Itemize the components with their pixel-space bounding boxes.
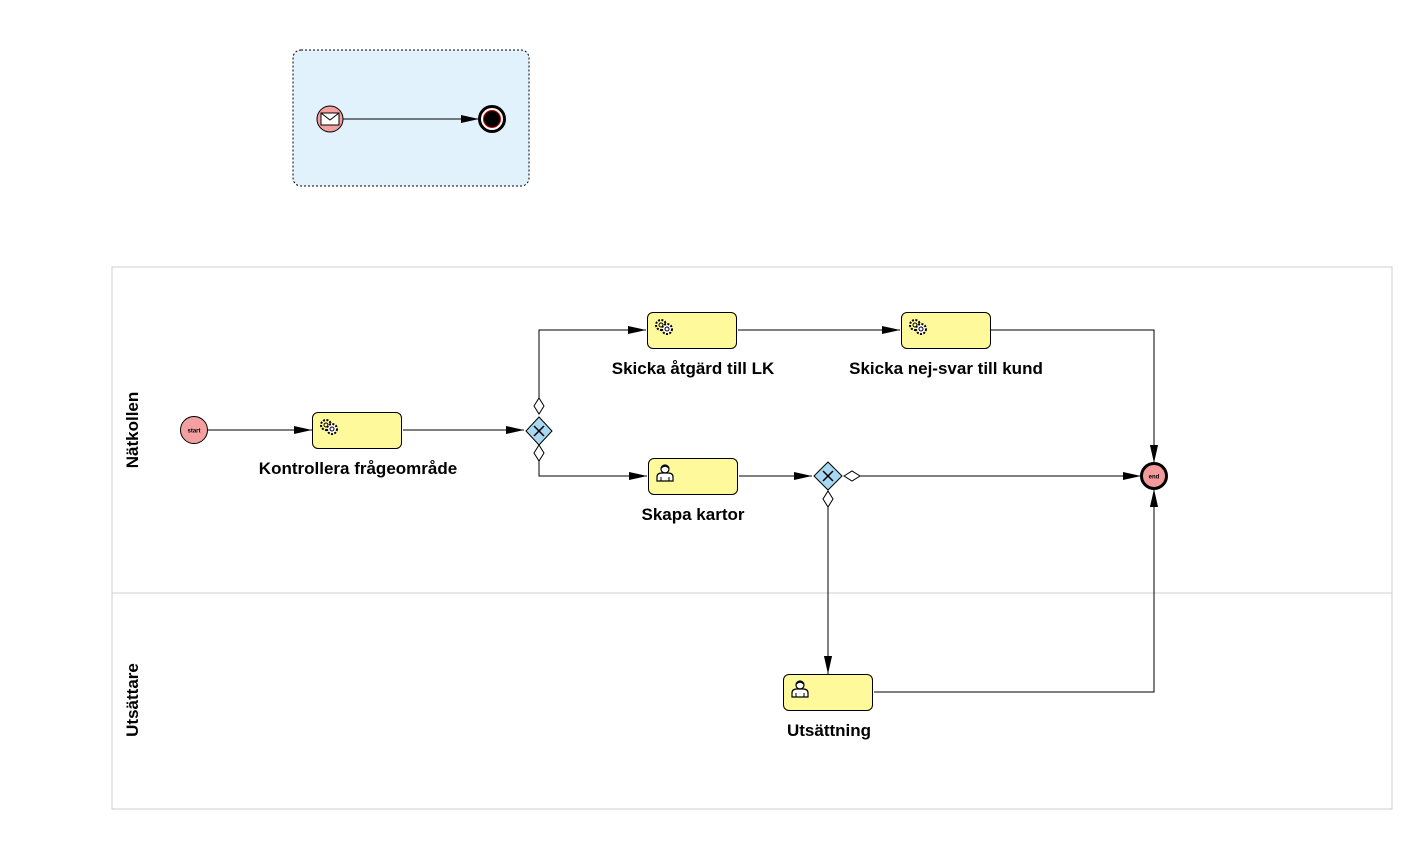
- lane-label-utsattare: Utsättare: [123, 663, 142, 737]
- end-event[interactable]: end: [1140, 462, 1168, 490]
- x-marker-icon: [533, 425, 545, 437]
- x-marker-icon: [822, 470, 834, 482]
- lane-label-natkollen: Nätkollen: [123, 391, 142, 469]
- task-label-utsattning: Utsättning: [786, 721, 872, 740]
- gears-icon: [655, 319, 673, 335]
- exclusive-gateway-2[interactable]: [813, 461, 843, 491]
- task-label-skicka-nej: Skicka nej-svar till kund: [849, 359, 1043, 378]
- flow-skicka-nej-to-end[interactable]: [991, 329, 1159, 463]
- start-label-icon: start: [187, 429, 200, 435]
- terminate-icon: [483, 110, 501, 128]
- user-icon: [656, 464, 674, 482]
- task-kontrollera-frageomrade[interactable]: [312, 412, 402, 449]
- task-skapa-kartor[interactable]: [648, 458, 738, 495]
- gears-icon: [909, 319, 927, 335]
- event-subprocess-group[interactable]: [292, 49, 530, 187]
- envelope-icon: [320, 112, 340, 126]
- task-label-kontrollera: Kontrollera frågeområde: [258, 459, 458, 478]
- end-label-icon: end: [1149, 475, 1160, 481]
- task-label-skapa-kartor: Skapa kartor: [641, 505, 745, 524]
- default-marker: [533, 444, 545, 462]
- terminate-end-event[interactable]: [478, 105, 506, 133]
- default-marker: [533, 397, 545, 415]
- flow-utsattning-to-end[interactable]: [874, 489, 1159, 693]
- start-event[interactable]: start: [180, 416, 208, 444]
- default-marker: [843, 470, 861, 482]
- task-label-skicka-atgard: Skicka åtgärd till LK: [611, 359, 775, 378]
- default-marker: [822, 490, 834, 508]
- pool: [111, 266, 1393, 810]
- flow-gw1-to-skapa-kartor[interactable]: [538, 461, 647, 481]
- exclusive-gateway-1[interactable]: [525, 416, 553, 446]
- task-skicka-atgard-till-lk[interactable]: [647, 312, 737, 349]
- message-start-event[interactable]: [316, 105, 344, 133]
- gears-icon: [320, 419, 338, 435]
- user-icon: [791, 680, 809, 698]
- task-skicka-nej-svar-till-kund[interactable]: [901, 312, 991, 349]
- flow-gw1-to-skicka-atgard[interactable]: [538, 325, 646, 398]
- task-utsattning[interactable]: [783, 674, 873, 711]
